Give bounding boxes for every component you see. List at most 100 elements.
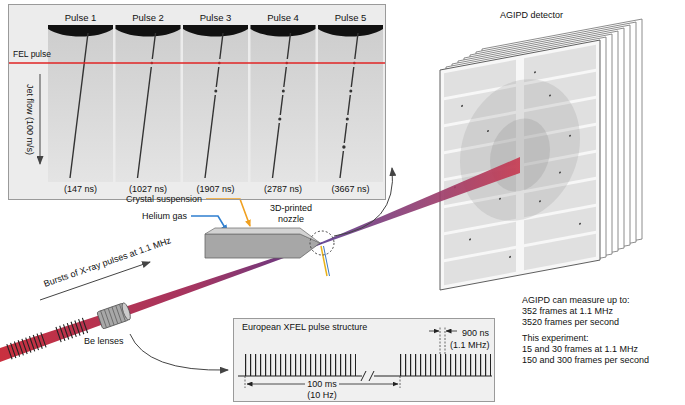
jet-flow-arrow xyxy=(40,74,41,164)
scatter-halo xyxy=(490,113,550,196)
frame-image xyxy=(183,25,248,182)
zoom-circle xyxy=(310,231,334,255)
bragg-spot xyxy=(461,105,463,107)
part-label: AGIPD detector xyxy=(500,10,563,21)
frame-image xyxy=(48,25,113,182)
liquid-jet xyxy=(138,33,156,178)
jet-frame xyxy=(116,25,181,182)
diffracted-beam xyxy=(322,157,520,244)
time-axis xyxy=(238,376,492,377)
pulse-tick xyxy=(7,318,88,359)
pulse-train xyxy=(400,354,491,376)
liquid-jet xyxy=(70,33,88,178)
frame-heading: Pulse 3 xyxy=(179,12,252,23)
jet-frame xyxy=(48,25,113,182)
inset-ground xyxy=(233,318,495,402)
dimension-arrow xyxy=(429,331,439,332)
time-label: (3667 ns) xyxy=(314,184,387,195)
pulse-bursts xyxy=(7,318,88,359)
frame-image xyxy=(251,25,316,182)
fel-pulse-line xyxy=(8,62,386,63)
part-label: 3D-printed nozzle xyxy=(262,203,320,225)
jet-gap-droplet xyxy=(346,117,349,120)
jet-frame-box: Pulse 1(147 ns) xyxy=(48,12,113,197)
nozzle-tip xyxy=(116,25,181,37)
flow-label: Jet flow (100 m/s) xyxy=(24,75,35,165)
suspension-line xyxy=(206,199,250,226)
nozzle-tip xyxy=(318,25,383,37)
inset-title: European XFEL pulse structure xyxy=(242,322,367,333)
beam-label: FEL pulse xyxy=(13,49,51,60)
jet-frames xyxy=(48,25,383,182)
dimension-label: (1.1 MHz) xyxy=(450,340,490,351)
nozzle-body xyxy=(205,234,320,258)
jet-gap-droplet xyxy=(282,90,285,93)
nozzle-tip xyxy=(183,25,248,37)
jet-gap-droplet xyxy=(349,90,352,93)
beam-label: Bursts of X-ray pulses at 1.1 MHz xyxy=(28,230,187,295)
jet-frame-box: Pulse 2(1027 ns) xyxy=(116,12,181,197)
inset-panel: European XFEL pulse structure 900 ns(1.1 … xyxy=(233,318,495,402)
frame-heading: Pulse 1 xyxy=(44,12,117,23)
note-text: 150 and 300 frames per second xyxy=(522,355,649,366)
note-text: AGIPD can measure up to: xyxy=(522,295,630,306)
jet-frame xyxy=(183,25,248,182)
inset-panel: FEL pulseJet flow (100 m/s)Pulse 1(147 n… xyxy=(8,4,386,200)
bragg-spot xyxy=(499,198,501,200)
bragg-spot xyxy=(539,200,541,202)
note-text: 352 frames at 1.1 MHz xyxy=(522,306,613,317)
gas-sheath xyxy=(324,246,330,276)
frame-image xyxy=(116,25,181,182)
part-label: Crystal suspension xyxy=(126,194,202,205)
time-label: (147 ns) xyxy=(44,184,117,195)
bragg-spot xyxy=(469,238,471,240)
note-text: This experiment: xyxy=(522,333,589,344)
jet-frame-box: Pulse 3(1907 ns) xyxy=(183,12,248,197)
nozzle-tip xyxy=(251,25,316,37)
frame-heading: Pulse 2 xyxy=(112,12,185,23)
liquid-jet xyxy=(205,33,223,178)
bragg-spot xyxy=(534,71,536,73)
bragg-spot xyxy=(509,256,511,258)
note-text: 15 and 30 frames at 1.1 MHz xyxy=(522,344,638,355)
scatter-halo xyxy=(460,69,580,231)
frame-image xyxy=(318,25,383,182)
liquid-jet xyxy=(340,33,358,178)
liquid-jet xyxy=(273,33,291,178)
jet-gap-droplet xyxy=(278,117,281,120)
jet-frame xyxy=(251,25,316,182)
dimension-guides xyxy=(245,327,445,388)
frame-heading: Pulse 4 xyxy=(247,12,320,23)
bragg-spot xyxy=(569,134,571,136)
axis-break xyxy=(361,371,374,381)
jet-frame-box: Pulse 5(3667 ns) xyxy=(318,12,383,197)
jet-frame xyxy=(318,25,383,182)
jet-gap-droplet xyxy=(342,145,345,148)
lens-rings xyxy=(101,304,126,328)
time-label: (1027 ns) xyxy=(112,184,185,195)
time-label: (1907 ns) xyxy=(179,184,252,195)
detector-module xyxy=(524,234,596,270)
zoom-arrow xyxy=(334,168,393,236)
time-label: (2787 ns) xyxy=(247,184,320,195)
inset-ground xyxy=(8,4,386,200)
callout-arrow xyxy=(130,334,228,370)
dimension-label: (10 Hz) xyxy=(307,390,337,401)
frame-heading: Pulse 5 xyxy=(314,12,387,23)
agipd-detector xyxy=(440,19,642,290)
bragg-spot xyxy=(549,94,551,96)
jet-frame-box: Pulse 4(2787 ns) xyxy=(251,12,316,197)
nozzle-top xyxy=(205,228,320,243)
part-label: Be lenses xyxy=(84,336,124,347)
pulse-train xyxy=(245,354,356,376)
lens-face xyxy=(120,302,132,321)
note-text: 3520 frames per second xyxy=(522,317,619,328)
jet-gap-droplet xyxy=(214,90,217,93)
be-lenses xyxy=(97,302,132,329)
nozzle-tip xyxy=(48,25,113,37)
bragg-spot xyxy=(579,223,581,225)
detector-module xyxy=(444,249,516,285)
part-label: Helium gas xyxy=(142,211,187,222)
dimension-label: 900 ns xyxy=(462,328,489,339)
bragg-spot xyxy=(559,171,561,173)
